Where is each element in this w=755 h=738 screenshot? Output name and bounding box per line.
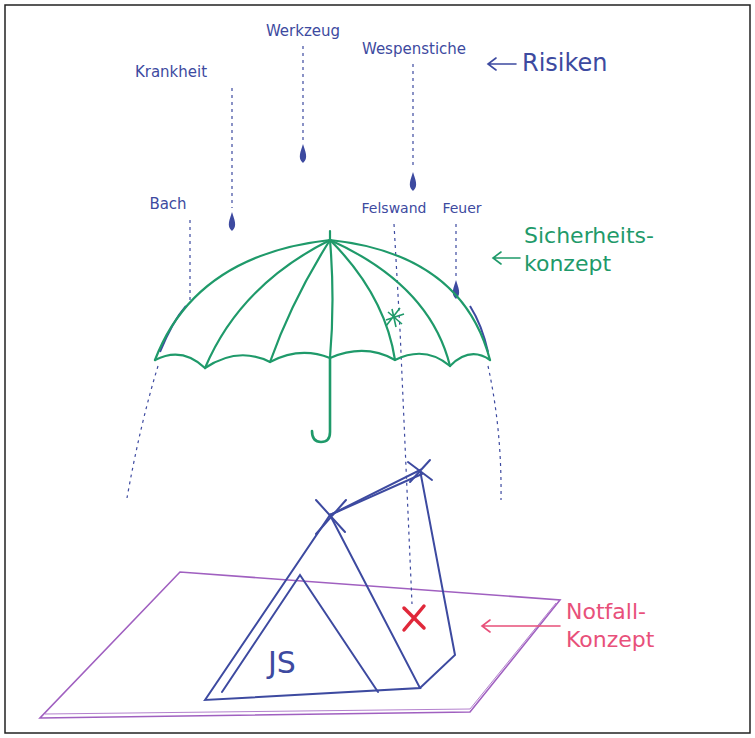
umbrella-rib xyxy=(270,240,330,362)
pointer-arrow xyxy=(493,252,520,264)
pointer-arrow xyxy=(482,620,560,632)
rain-drop xyxy=(229,212,235,231)
runoff-line xyxy=(488,366,501,500)
tent-side xyxy=(330,470,455,688)
umbrella-tip xyxy=(329,231,331,240)
tent-poles xyxy=(316,500,346,534)
tent-shape: JS xyxy=(195,455,465,710)
tent-outline xyxy=(195,455,465,710)
tent-label: JS xyxy=(268,645,296,680)
rain-drop xyxy=(410,172,416,191)
umbrella-rib xyxy=(205,240,330,368)
runoff-line xyxy=(127,366,158,498)
umbrella-handle xyxy=(312,358,330,442)
concept-label: Notfall- Konzept xyxy=(566,598,716,653)
rain-line xyxy=(302,46,303,140)
rain-line xyxy=(455,224,456,276)
risk-label: Werkzeug xyxy=(266,22,340,41)
ground-area xyxy=(40,572,560,718)
rain-drop xyxy=(300,144,306,163)
rain-line xyxy=(189,220,190,300)
risk-label: Krankheit xyxy=(135,63,207,82)
tent-door xyxy=(222,575,378,692)
umbrella-canopy xyxy=(155,240,490,360)
umbrella-rib xyxy=(330,240,450,366)
rain-line xyxy=(231,88,232,208)
concept-label: Sicherheits- konzept xyxy=(524,222,689,277)
rain-line xyxy=(412,64,413,168)
concept-label: Risiken xyxy=(522,48,608,78)
frame xyxy=(5,5,750,733)
umbrella-rib xyxy=(330,240,333,358)
emergency-cross xyxy=(404,606,424,630)
tent-ridge xyxy=(330,474,422,515)
umbrella-hole xyxy=(386,308,404,327)
tent-front xyxy=(205,515,420,700)
risk-label: Felswand xyxy=(362,200,427,218)
risk-label: Feuer xyxy=(442,200,481,218)
risk-label: Bach xyxy=(149,195,186,214)
ground-sketch xyxy=(45,603,556,714)
risk-label: Wespenstiche xyxy=(362,40,466,59)
pointer-arrow xyxy=(488,58,516,70)
